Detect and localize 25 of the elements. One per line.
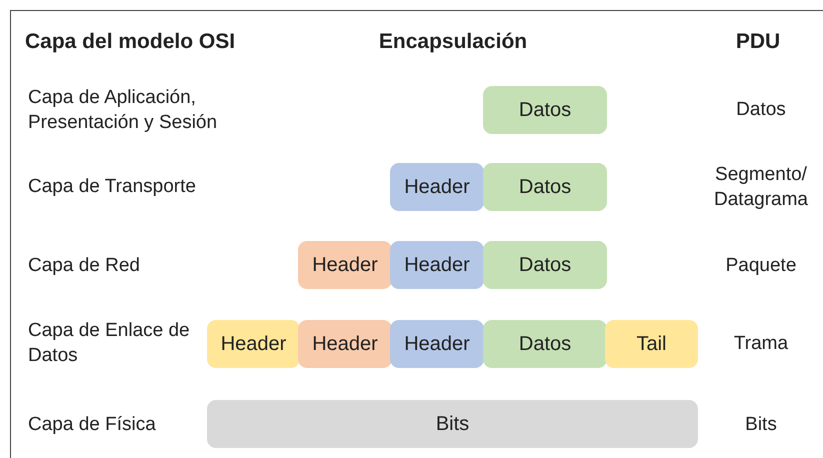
layer-name: Capa de Transporte [28,175,196,199]
column-header: PDU [736,29,780,55]
trailer-segment: Tail [605,320,698,368]
header-segment: Header [298,320,392,368]
data-segment: Datos [483,86,607,134]
pdu-name: Trama [734,332,788,356]
header-segment: Header [390,320,484,368]
pdu-name: Segmento/ Datagrama [713,163,809,212]
header-segment: Header [390,163,484,211]
layer-name: Capa de Red [28,254,140,278]
column-header: Capa del modelo OSI [25,29,236,55]
header-segment: Header [390,241,484,289]
column-header: Encapsulación [378,29,528,55]
layer-name: Capa de Física [28,413,156,437]
pdu-name: Paquete [726,254,796,278]
bits-bar: Bits [207,400,698,448]
data-segment: Datos [483,320,607,368]
header-segment: Header [207,320,300,368]
layer-name: Capa de Aplicación, Presentación y Sesión [28,86,218,135]
header-segment: Header [298,241,392,289]
pdu-name: Datos [736,98,786,122]
pdu-name: Bits [745,413,777,437]
data-segment: Datos [483,163,607,211]
data-segment: Datos [483,241,607,289]
layer-name: Capa de Enlace de Datos [28,319,191,368]
